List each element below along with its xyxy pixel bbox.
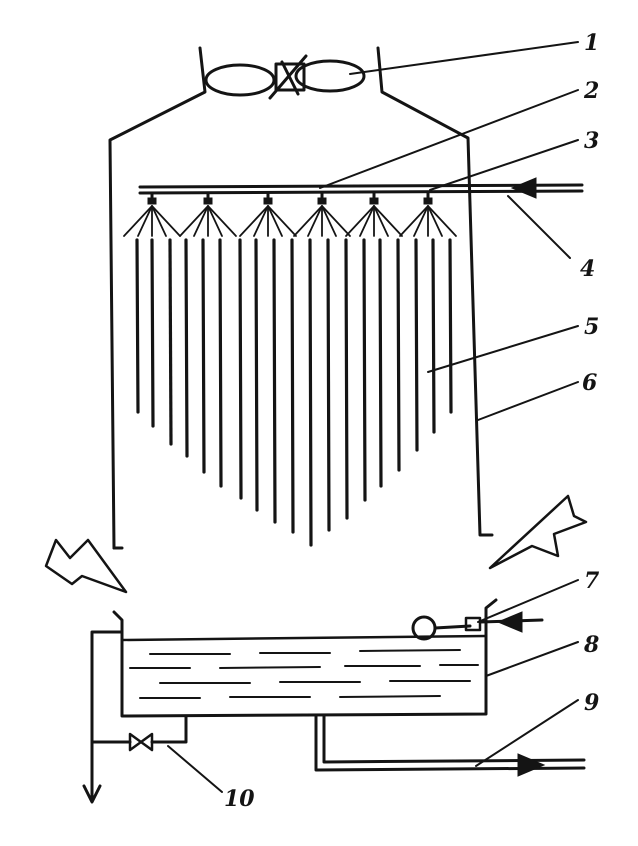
packing-sheet (448, 238, 453, 414)
spray-cones (123, 205, 457, 237)
spray-line (427, 205, 443, 237)
spray-line (307, 205, 323, 237)
label-6: 6 (582, 370, 597, 396)
air-inlet-arrow-right (488, 494, 588, 570)
spray-line (359, 205, 375, 237)
packing-sheet (238, 238, 243, 500)
packing-sheet (431, 238, 436, 434)
spray-line (253, 205, 269, 237)
outlet-pipe (314, 714, 586, 777)
nozzle-head (369, 197, 379, 205)
spray-line (193, 205, 209, 237)
packing-sheet (414, 238, 419, 452)
spray-line (427, 205, 457, 237)
label-5: 5 (584, 314, 599, 340)
spray-line (137, 205, 153, 237)
spray-line (151, 205, 181, 237)
packing-sheet (326, 238, 331, 532)
fan (204, 54, 366, 100)
label-4: 4 (580, 256, 595, 282)
packing-sheet (290, 238, 295, 534)
packing-sheet (254, 238, 259, 512)
packing-sheet (201, 238, 206, 474)
packing-sheet (396, 238, 401, 472)
spray-line (151, 205, 167, 237)
label-1: 1 (584, 30, 599, 56)
packing-sheet (150, 238, 155, 428)
packing-sheet (168, 238, 173, 446)
fan-housing (108, 46, 207, 550)
spray-line (179, 205, 209, 237)
nozzle-head (423, 197, 433, 205)
label-7: 7 (584, 568, 600, 594)
spray-line (321, 205, 337, 237)
drain-line (82, 630, 188, 804)
nozzle-head (147, 197, 157, 205)
spray-line (373, 205, 389, 237)
packing-sheet (344, 238, 349, 520)
label-9: 9 (584, 690, 599, 716)
packing-sheet (272, 238, 277, 524)
spray-line (293, 205, 323, 237)
collection-basin (112, 598, 498, 718)
nozzle-head (263, 197, 273, 205)
label-8: 8 (583, 632, 599, 658)
distribution-header (138, 183, 584, 195)
air-inlet-arrow-left (44, 538, 128, 594)
nozzle-head (317, 197, 327, 205)
label-10: 10 (224, 786, 255, 812)
spray-line (207, 205, 237, 237)
packing-sheet (135, 238, 140, 414)
packing-sheet (362, 238, 367, 502)
spray-line (413, 205, 429, 237)
nozzle-head (203, 197, 213, 205)
water-inlet-arrow (510, 177, 537, 199)
packing-sheet (218, 238, 223, 488)
spray-line (123, 205, 153, 237)
float-valve (411, 611, 544, 641)
leader-lines (167, 41, 579, 793)
label-2: 2 (583, 78, 599, 104)
label-3: 3 (584, 128, 599, 154)
packing-sheet (308, 238, 313, 547)
packing-sheet (184, 238, 189, 458)
packing-sheet (378, 238, 383, 488)
spray-line (321, 205, 351, 237)
tower-shell-right (376, 46, 494, 537)
spray-line (267, 205, 297, 237)
spray-line (267, 205, 283, 237)
film-packing (135, 238, 453, 547)
spray-nozzles (147, 191, 433, 205)
spray-line (373, 205, 403, 237)
spray-line (239, 205, 269, 237)
spray-line (345, 205, 375, 237)
spray-line (399, 205, 429, 237)
spray-line (207, 205, 223, 237)
